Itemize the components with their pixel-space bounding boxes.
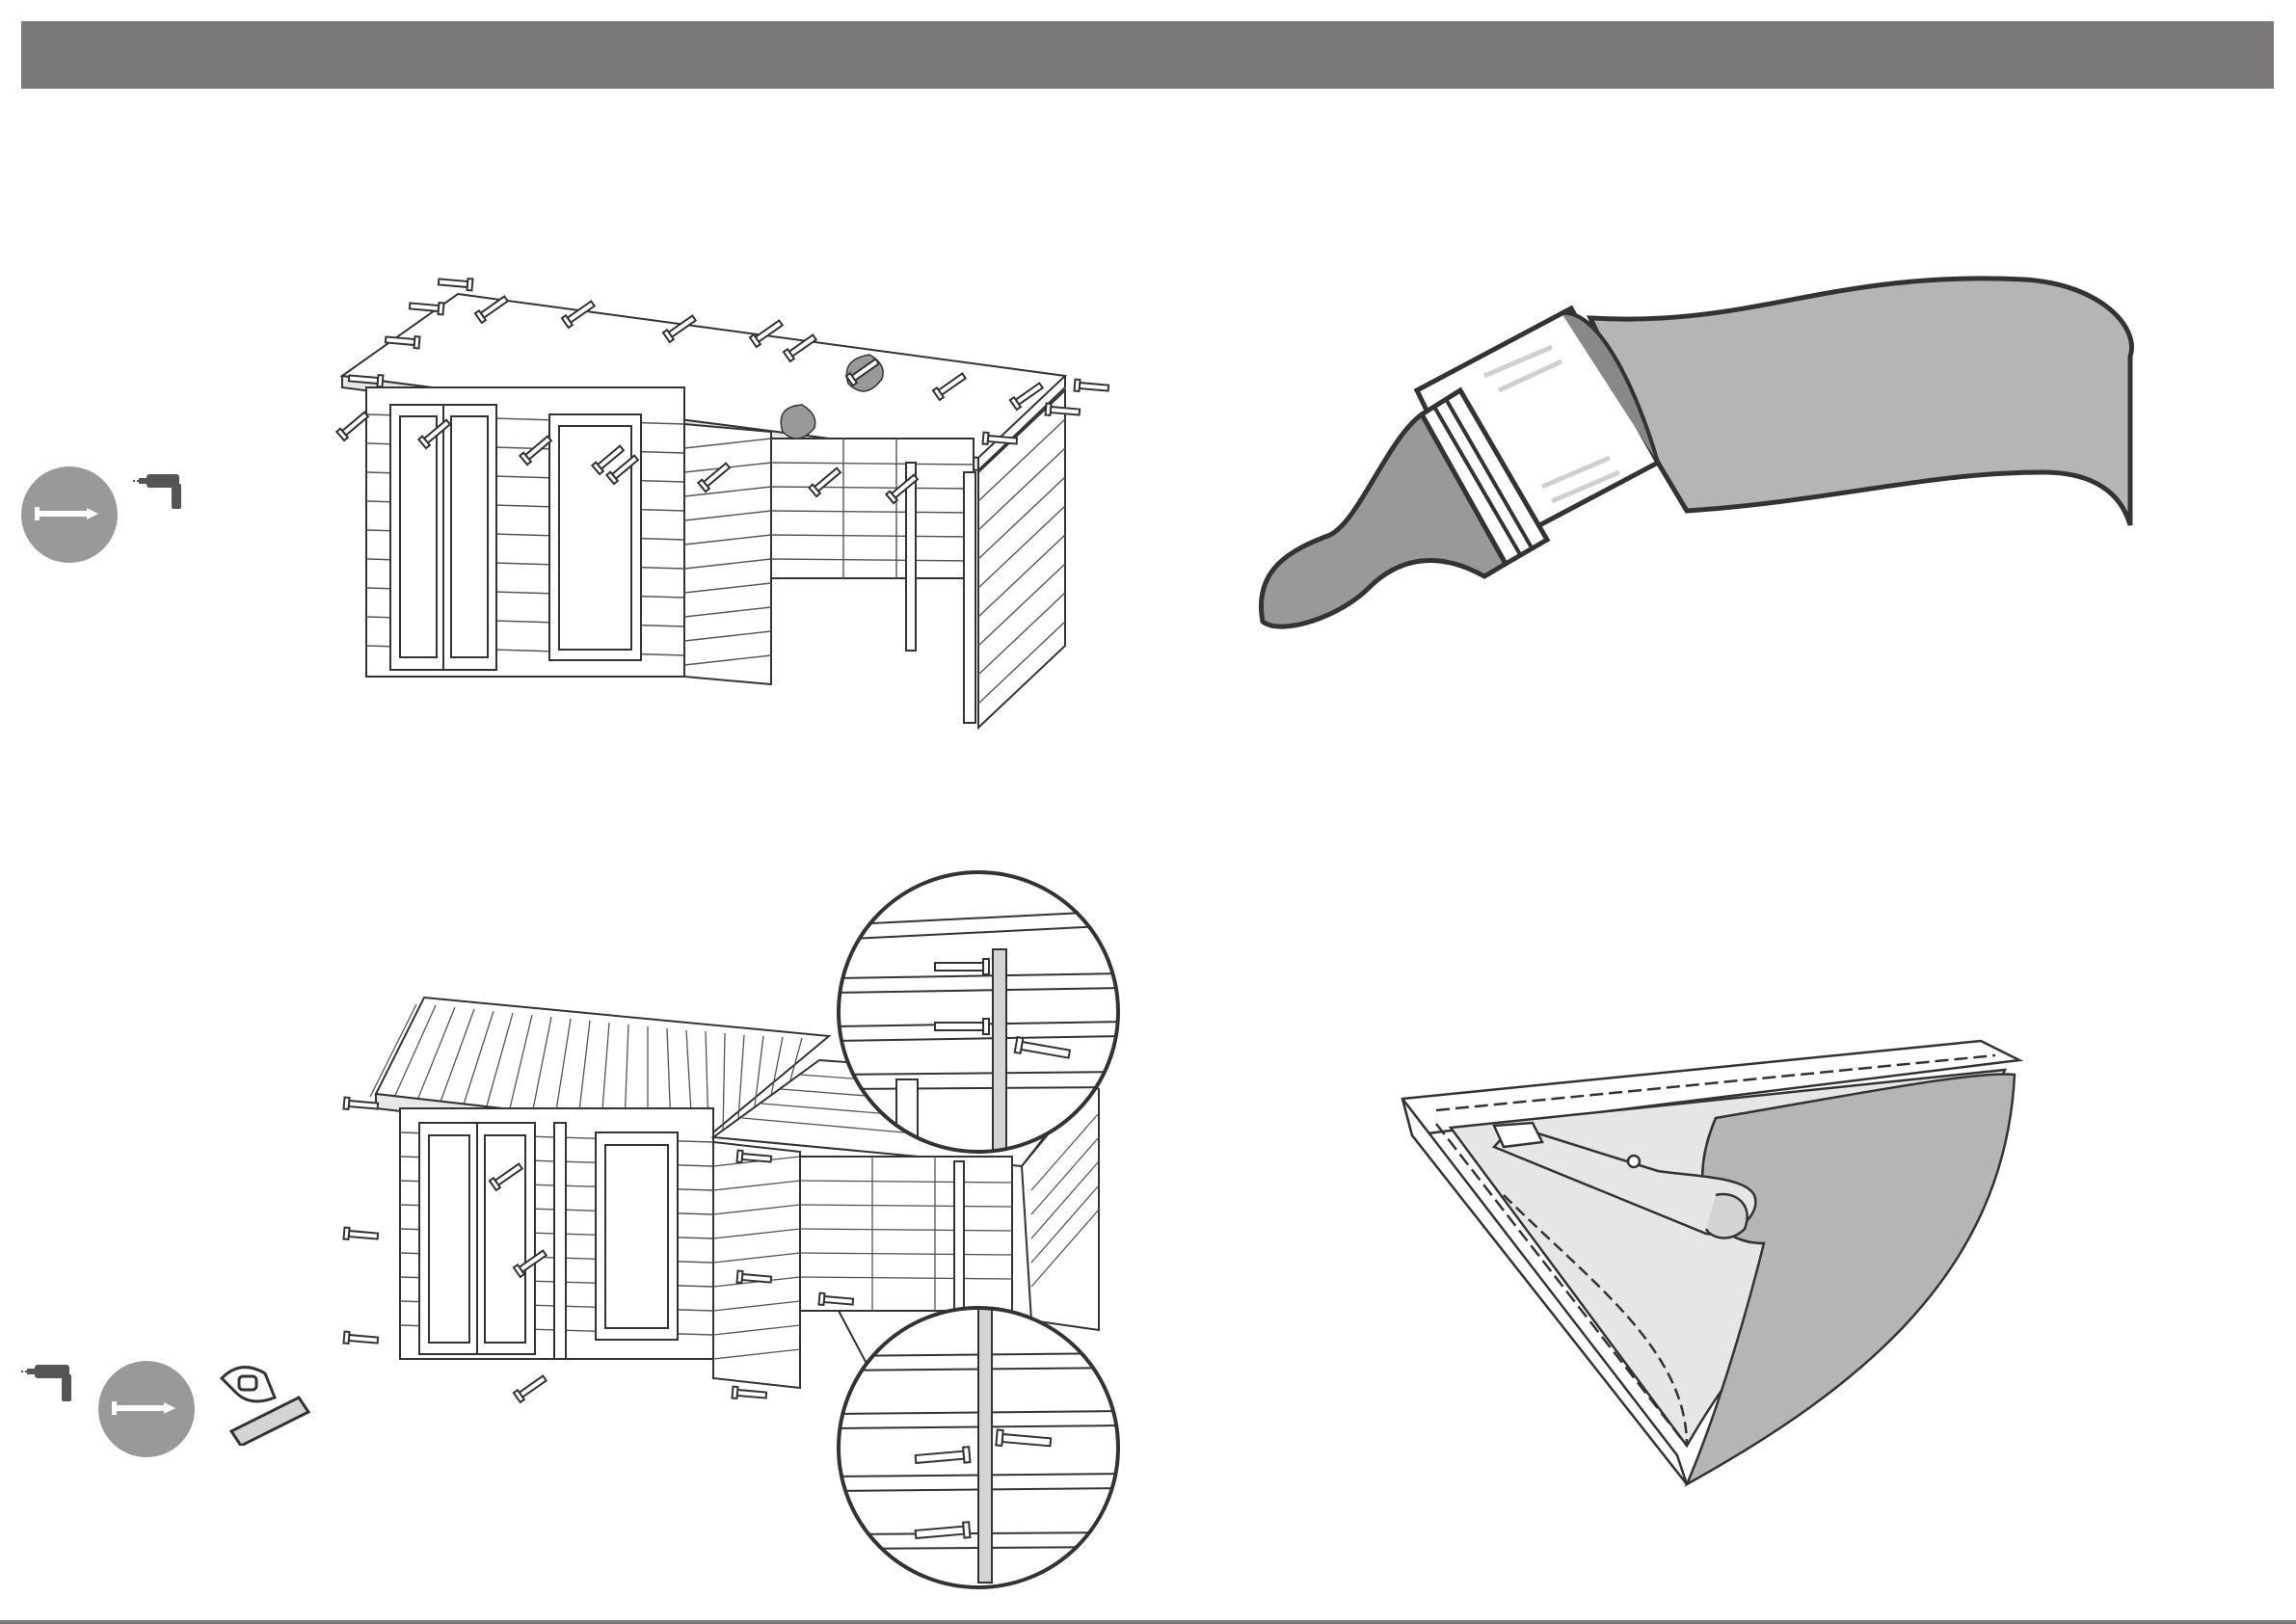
- step-fix-roof-board-illustration: [270, 241, 1137, 732]
- zoom-detail-top: [834, 867, 1123, 1157]
- header-bar: [21, 21, 2274, 89]
- step-trim-felt-illustration: [1398, 1031, 2092, 1494]
- utility-knife-icon: [1398, 1031, 2092, 1494]
- side-wall: [684, 424, 771, 684]
- screw-icon: [96, 1359, 197, 1459]
- screw-icon: [19, 465, 120, 565]
- front-post: [964, 472, 975, 723]
- drill-icon: [133, 470, 193, 517]
- store-back-wall: [771, 439, 974, 578]
- step-treat-timber-illustration: [1253, 270, 2140, 646]
- zoom-detail-bottom: [834, 1303, 1123, 1592]
- shed-roof-board-drawing: [270, 241, 1137, 732]
- drill-icon: [21, 1361, 87, 1409]
- paintbrush-icon: [1253, 270, 2140, 646]
- footer-rule: [0, 1620, 2296, 1624]
- saw-icon: [212, 1359, 318, 1446]
